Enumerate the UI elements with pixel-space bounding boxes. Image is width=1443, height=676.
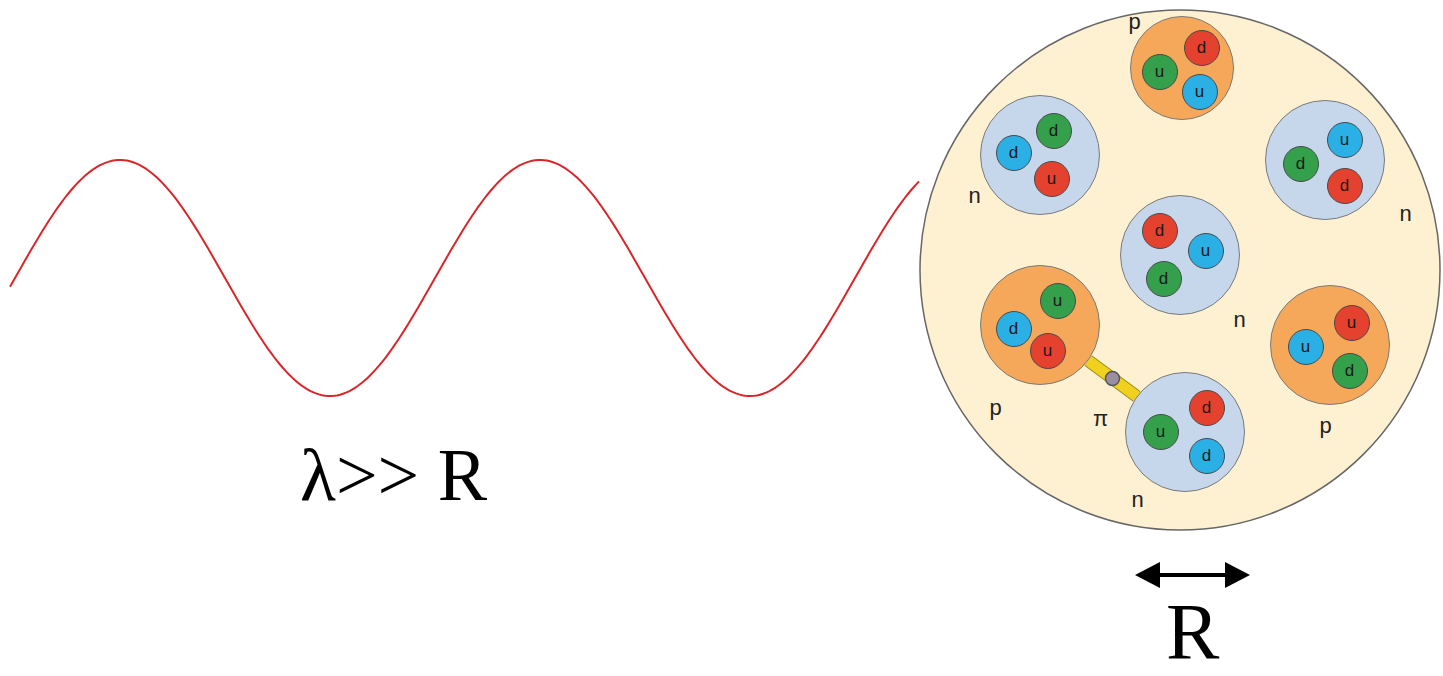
quark-circle: u: [1288, 329, 1324, 365]
quark-circle: u: [1334, 305, 1370, 341]
quark-label: d: [1202, 399, 1211, 416]
nucleon-label: n: [968, 185, 980, 207]
quark-circle: u: [1142, 54, 1178, 90]
quark-label: d: [1197, 39, 1206, 56]
wavelength-label: λ>> R: [300, 438, 487, 512]
quark-label: u: [1155, 63, 1164, 80]
quark-circle: u: [1034, 161, 1070, 197]
quark-circle: d: [1283, 146, 1319, 182]
quark-label: d: [1340, 177, 1349, 194]
quark-circle: d: [1332, 353, 1368, 389]
quark-label: u: [1340, 131, 1349, 148]
wave: [10, 160, 919, 396]
quark-circle: d: [996, 311, 1032, 347]
nucleus: [920, 10, 1440, 530]
quark-label: d: [1159, 270, 1168, 287]
quark-circle: d: [1189, 390, 1225, 426]
nucleon-circle: nddu: [980, 95, 1100, 215]
quark-circle: d: [1189, 438, 1225, 474]
quark-circle: u: [1327, 122, 1363, 158]
nucleon-label: n: [1399, 203, 1411, 225]
quark-label: u: [1047, 170, 1056, 187]
nucleon-circle: ndud: [1125, 372, 1245, 492]
quark-circle: d: [1146, 261, 1182, 297]
nucleon-label: n: [1131, 489, 1143, 511]
quark-label: d: [1049, 122, 1058, 139]
quark-circle: d: [1327, 168, 1363, 204]
quark-label: u: [1201, 242, 1210, 259]
quark-label: d: [1155, 222, 1164, 239]
quark-label: d: [1009, 320, 1018, 337]
quark-label: d: [1345, 362, 1354, 379]
size-arrow: [1135, 562, 1250, 588]
pion-exchange: [1088, 361, 1136, 397]
nucleon-circle: nudd: [1265, 100, 1385, 220]
quark-label: u: [1053, 292, 1062, 309]
quark-label: d: [1009, 144, 1018, 161]
quark-circle: d: [1142, 213, 1178, 249]
nucleon-label: p: [1319, 415, 1331, 437]
quark-circle: u: [1188, 233, 1224, 269]
quark-circle: u: [1040, 283, 1076, 319]
quark-label: u: [1195, 83, 1204, 100]
nucleon-circle: pduu: [1130, 16, 1234, 120]
nucleon-circle: pudu: [980, 265, 1100, 385]
quark-label: u: [1301, 338, 1310, 355]
quark-circle: u: [1143, 414, 1179, 450]
nucleon-label: p: [989, 397, 1001, 419]
quark-label: u: [1156, 423, 1165, 440]
quark-circle: d: [996, 135, 1032, 171]
radius-label: R: [1166, 592, 1219, 672]
quark-circle: u: [1182, 74, 1218, 110]
nucleon-circle: ndud: [1120, 195, 1240, 315]
quark-label: d: [1296, 155, 1305, 172]
quark-circle: d: [1036, 113, 1072, 149]
quark-label: u: [1043, 342, 1052, 359]
nucleon-circle: puud: [1270, 285, 1390, 405]
quark-label: u: [1347, 314, 1356, 331]
quark-label: d: [1202, 447, 1211, 464]
nucleon-label: p: [1128, 11, 1140, 33]
nucleon-label: n: [1233, 309, 1245, 331]
quark-circle: d: [1184, 30, 1220, 66]
quark-circle: u: [1030, 333, 1066, 369]
edge-label: π: [1093, 408, 1108, 430]
